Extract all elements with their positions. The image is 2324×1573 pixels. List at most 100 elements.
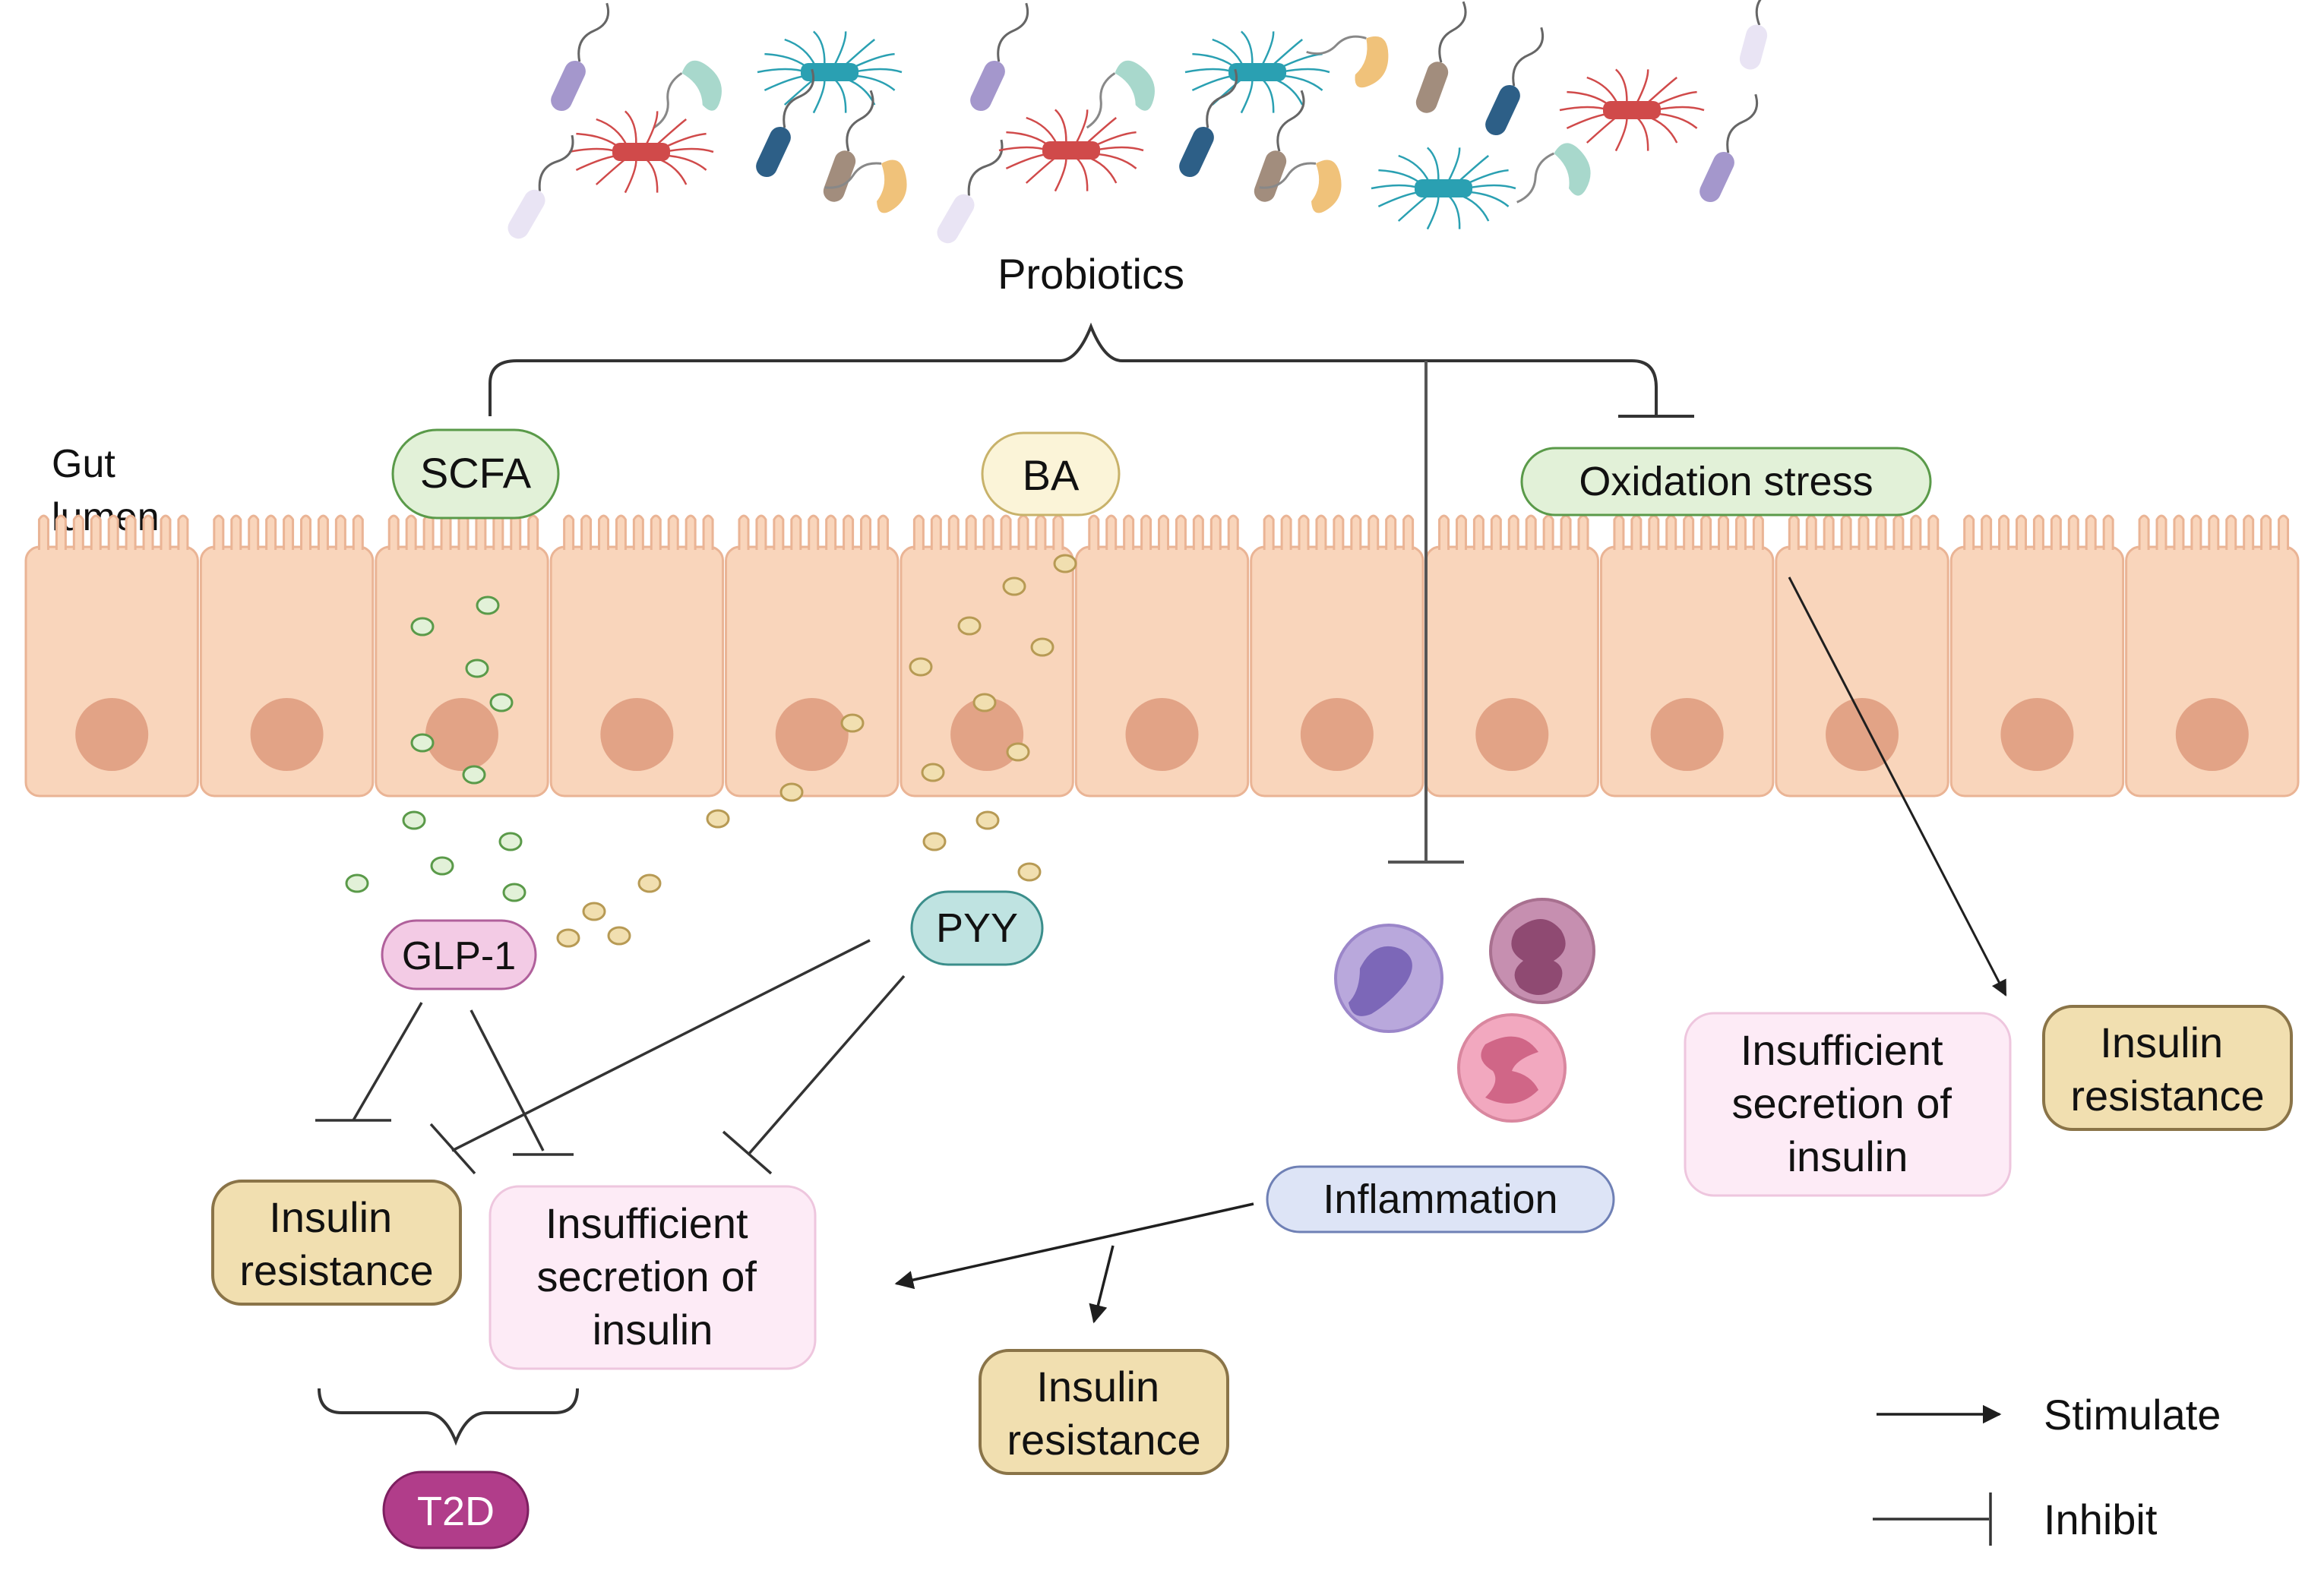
scfa-particle <box>430 856 454 876</box>
epithelial-cell <box>199 514 375 798</box>
scfa-particle <box>489 693 514 712</box>
scfa-particle <box>502 883 526 902</box>
ba-particle <box>1002 576 1026 596</box>
glp1-pill: GLP-1 <box>381 919 537 990</box>
bacterium-rod <box>1485 27 1545 136</box>
ba-particle <box>957 616 982 636</box>
insulin-resistance-box-left: Insulin resistance <box>211 1180 462 1306</box>
epithelial-cell <box>900 514 1074 798</box>
bacterium-rod <box>1739 0 1781 70</box>
inflammation-pill: Inflammation <box>1266 1165 1615 1233</box>
ba-particle <box>972 693 997 712</box>
bacterium-curved <box>1086 60 1155 129</box>
cell-nucleus <box>75 698 149 771</box>
ba-particle <box>607 926 631 946</box>
bacterium-flagellated <box>568 110 714 194</box>
bacterium-curved <box>1259 160 1342 213</box>
scfa-particle <box>465 659 489 678</box>
immune-cells-illustration <box>1334 898 1595 1123</box>
ba-particle <box>1053 554 1077 573</box>
epithelial-cell <box>375 514 549 798</box>
insufficient-secretion-text-left: Insufficient secretion of insulin <box>536 1199 768 1353</box>
glp1-pyy-inhibition-arrows <box>315 939 906 1175</box>
epithelial-cell <box>1250 514 1424 798</box>
cell-nucleus <box>1475 698 1549 771</box>
epithelial-cell <box>2125 514 2300 798</box>
ba-particle <box>582 902 606 921</box>
bacterium-curved <box>653 60 722 129</box>
insufficient-secretion-box-right: Insufficient secretion of insulin <box>1684 1012 2012 1197</box>
insulin-resistance-text-right: Insulin resistance <box>2070 1019 2264 1120</box>
probiotics-label: Probiotics <box>998 250 1184 298</box>
bacterium-rod <box>970 2 1029 112</box>
bacterium-flagellated <box>1371 147 1516 230</box>
ba-particle <box>556 928 580 948</box>
epithelial-cell <box>1775 514 1949 798</box>
bacterium-curved <box>824 160 907 213</box>
ba-pill: BA <box>981 431 1121 516</box>
insulin-resistance-text-left: Insulin resistance <box>239 1193 433 1294</box>
intestinal-epithelium <box>24 514 2300 798</box>
bacterium-flagellated <box>757 30 903 114</box>
t2d-brace <box>318 1388 579 1446</box>
cell-nucleus <box>1125 698 1199 771</box>
probiotics-brace <box>489 322 1658 416</box>
bacterium-curved <box>1306 35 1389 88</box>
epithelial-cell <box>1599 514 1775 798</box>
ba-particle <box>922 832 947 851</box>
scfa-particle <box>345 873 369 893</box>
inflammation-to-secretion-arrow <box>894 1202 1254 1290</box>
pyy-label: PYY <box>936 905 1018 951</box>
oxidation-to-resistance-arrow <box>1788 576 2007 997</box>
gut-lumen-label: Gut lumen <box>52 442 160 539</box>
scfa-particle <box>498 832 523 851</box>
epithelial-cell <box>24 514 199 798</box>
ba-particle <box>706 809 730 829</box>
metabolite-particles <box>345 554 1077 948</box>
probiotic-bacteria-illustration <box>507 0 1781 244</box>
ba-particle <box>779 782 804 802</box>
glp1-label: GLP-1 <box>402 934 516 978</box>
bacterium-rod <box>756 68 815 178</box>
cell-nucleus <box>775 698 849 771</box>
bacterium-rod <box>1254 90 1305 202</box>
bacterium-rod <box>507 134 574 239</box>
epithelial-cell <box>1424 514 1599 798</box>
t2d-label: T2D <box>417 1489 495 1534</box>
cell-nucleus <box>600 698 674 771</box>
bacterium-flagellated <box>998 109 1144 192</box>
ba-particle <box>1030 637 1054 657</box>
bacterium-rod <box>551 2 610 112</box>
scfa-particle <box>462 765 486 785</box>
bacterium-rod <box>937 139 1004 244</box>
oxidation-stress-label: Oxidation stress <box>1579 459 1873 504</box>
epithelial-cell <box>1949 514 2125 798</box>
legend-inhibit-label: Inhibit <box>2044 1496 2158 1543</box>
cell-nucleus <box>250 698 324 771</box>
ba-label: BA <box>1023 451 1080 499</box>
cell-nucleus <box>950 698 1024 771</box>
scfa-label: SCFA <box>420 449 532 497</box>
cell-nucleus <box>1300 698 1374 771</box>
epithelial-cell <box>549 514 725 798</box>
bacterium-rod <box>823 90 874 202</box>
cell-nucleus <box>2175 698 2249 771</box>
ba-particle <box>637 873 662 893</box>
legend: Stimulate Inhibit <box>1873 1391 2221 1546</box>
cell-nucleus <box>2000 698 2074 771</box>
t2d-pill: T2D <box>382 1470 530 1549</box>
ba-particle <box>1017 862 1042 882</box>
ba-particle <box>1006 742 1030 762</box>
ba-particle <box>840 713 865 733</box>
ba-particle <box>975 810 1000 830</box>
inflammation-label: Inflammation <box>1323 1177 1557 1222</box>
cell-nucleus <box>1826 698 1899 771</box>
bacterium-rod <box>1415 1 1467 113</box>
insulin-resistance-text-mid: Insulin resistance <box>1007 1363 1200 1464</box>
bacterium-flagellated <box>1559 68 1705 152</box>
insufficient-secretion-text-right: Insufficient secretion of insulin <box>1731 1026 1963 1180</box>
scfa-pill: SCFA <box>391 428 560 520</box>
cell-nucleus <box>1650 698 1724 771</box>
legend-stimulate-label: Stimulate <box>2044 1391 2221 1439</box>
